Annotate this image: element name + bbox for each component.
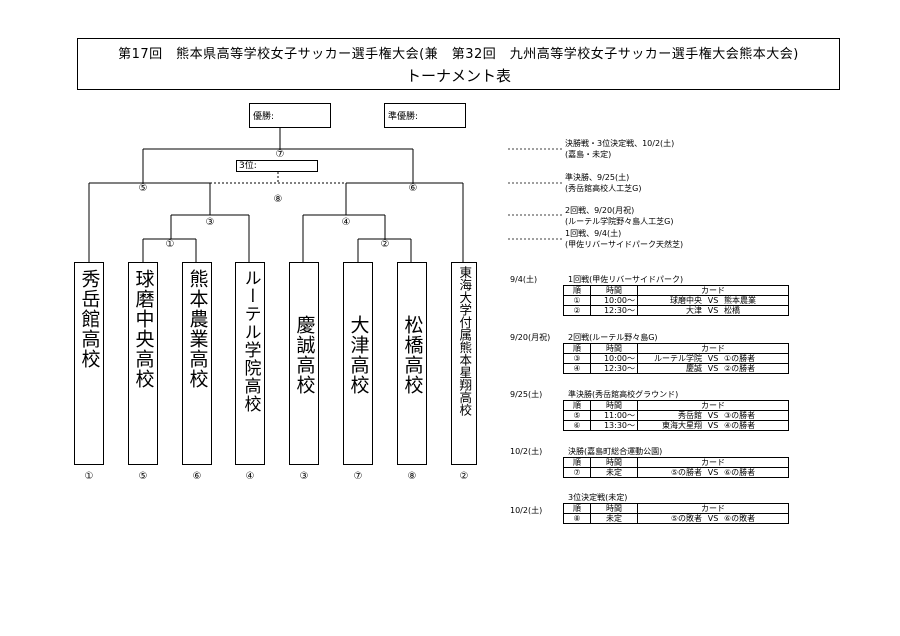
seed-mark: ⑧ (407, 471, 417, 482)
team-name: 松橋高校 (401, 315, 424, 395)
match-mark-7: ⑦ (275, 149, 285, 160)
team-box: ルーテル学院高校 (235, 262, 265, 465)
round-note-final: 決勝戦・3位決定戦、10/2(土) (嘉島・未定) (565, 139, 675, 159)
team-name: ルーテル学院高校 (240, 269, 261, 413)
seed-mark: ⑤ (138, 471, 148, 482)
table-row: ⑥ 13:30～ 東海大星翔 VS ④の勝者 (563, 420, 789, 431)
match-mark-2: ② (380, 239, 390, 250)
schedule-table: 順 時間 カード ③ 10:00～ ルーテル学院 VS ①の勝者 ④ 12:30… (563, 343, 789, 374)
third-place-label: 3位: (239, 161, 257, 171)
team-name: 慶誠高校 (293, 315, 316, 395)
schedule-heading: 準決勝(秀岳館高校グラウンド) (568, 390, 679, 399)
match-mark-3: ③ (205, 217, 215, 228)
team-name: 球磨中央高校 (132, 269, 155, 389)
round-note-round1: 1回戦、9/4(土) (甲佐リバーサイドパーク天然芝) (565, 229, 684, 249)
match-mark-4: ④ (341, 217, 351, 228)
schedule-heading: 1回戦(甲佐リバーサイドパーク) (568, 275, 684, 284)
match-mark-6: ⑥ (408, 183, 418, 194)
team-name: 秀岳館高校 (78, 269, 101, 369)
schedule-heading: 2回戦(ルーテル野々島G) (568, 333, 658, 342)
schedule-date: 9/20(月祝) (510, 333, 551, 342)
team-name: 熊本農業高校 (186, 269, 209, 389)
champion-box: 優勝: (249, 103, 331, 128)
match-mark-8: ⑧ (273, 194, 283, 205)
table-row: ① 10:00～ 球磨中央 VS 熊本農業 (563, 295, 789, 306)
team-box: 慶誠高校 (289, 262, 319, 465)
champion-label: 優勝: (253, 112, 275, 122)
third-place-box: 3位: (236, 160, 318, 172)
seed-mark: ③ (299, 471, 309, 482)
schedule-heading: 決勝(嘉島町総合運動公園) (568, 447, 663, 456)
page-subtitle: トーナメント表 (405, 67, 511, 85)
team-box: 松橋高校 (397, 262, 427, 465)
schedule-date: 9/25(土) (510, 390, 543, 399)
team-box: 球磨中央高校 (128, 262, 158, 465)
schedule-table: 順 時間 カード ⑧ 未定 ⑤の敗者 VS ⑥の敗者 (563, 503, 789, 524)
seed-mark: ② (459, 471, 469, 482)
page-title: 第17回 熊本県高等学校女子サッカー選手権大会(兼 第32回 九州高等学校女子サ… (118, 47, 799, 62)
team-name: 大津高校 (347, 315, 370, 395)
team-box: 大津高校 (343, 262, 373, 465)
seed-mark: ⑥ (192, 471, 202, 482)
table-row: ③ 10:00～ ルーテル学院 VS ①の勝者 (563, 353, 789, 364)
team-box: 秀岳館高校 (74, 262, 104, 465)
runner-up-label: 準優勝: (388, 112, 419, 122)
title-box: 第17回 熊本県高等学校女子サッカー選手権大会(兼 第32回 九州高等学校女子サ… (77, 38, 840, 90)
runner-up-box: 準優勝: (384, 103, 466, 128)
round-note-semifinal: 準決勝、9/25(土) (秀岳館高校人工芝G) (565, 173, 642, 193)
table-row: ⑧ 未定 ⑤の敗者 VS ⑥の敗者 (563, 513, 789, 524)
team-box: 熊本農業高校 (182, 262, 212, 465)
table-row: ② 12:30～ 大津 VS 松橋 (563, 305, 789, 316)
schedule-table: 順 時間 カード ① 10:00～ 球磨中央 VS 熊本農業 ② 12:30～ … (563, 285, 789, 316)
schedule-heading: 3位決定戦(未定) (568, 493, 628, 502)
team-box: 東海大学付属熊本星翔高校 (451, 262, 477, 465)
schedule-date: 10/2(土) (510, 506, 543, 515)
round-note-round2: 2回戦、9/20(月祝) (ルーテル学院野々島人工芝G) (565, 206, 674, 226)
seed-mark: ④ (245, 471, 255, 482)
table-row: ⑤ 11:00～ 秀岳館 VS ③の勝者 (563, 410, 789, 421)
seed-mark: ① (84, 471, 94, 482)
seed-mark: ⑦ (353, 471, 363, 482)
table-row: ④ 12:30～ 慶誠 VS ②の勝者 (563, 363, 789, 374)
match-mark-1: ① (165, 239, 175, 250)
match-mark-5: ⑤ (138, 183, 148, 194)
schedule-table: 順 時間 カード ⑦ 未定 ⑤の勝者 VS ⑥の勝者 (563, 457, 789, 478)
schedule-table: 順 時間 カード ⑤ 11:00～ 秀岳館 VS ③の勝者 ⑥ 13:30～ 東… (563, 400, 789, 431)
table-row: ⑦ 未定 ⑤の勝者 VS ⑥の勝者 (563, 467, 789, 478)
schedule-date: 10/2(土) (510, 447, 543, 456)
schedule-date: 9/4(土) (510, 275, 538, 284)
team-name: 東海大学付属熊本星翔高校 (457, 266, 473, 416)
